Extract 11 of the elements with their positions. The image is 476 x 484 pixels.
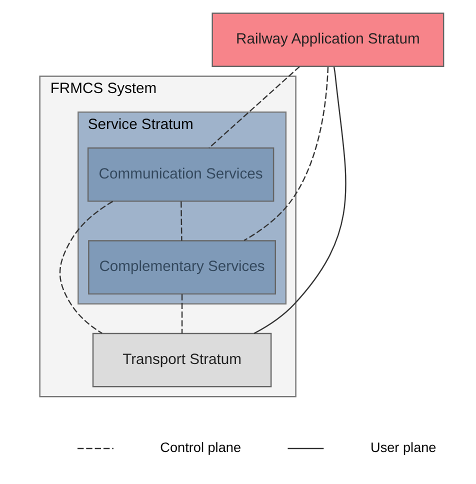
connector: [254, 66, 346, 334]
connector: [244, 66, 329, 241]
node-box: Transport Stratum: [92, 332, 272, 388]
node-box: Communication Services: [87, 147, 274, 202]
legend-label: Control plane: [160, 440, 242, 455]
connector: [180, 201, 182, 241]
legend-label: User plane: [370, 440, 436, 455]
node-box: Railway Application Stratum: [212, 12, 444, 68]
connector: [181, 294, 183, 334]
node-box: Complementary Services: [88, 240, 276, 295]
connector: [59, 200, 114, 334]
